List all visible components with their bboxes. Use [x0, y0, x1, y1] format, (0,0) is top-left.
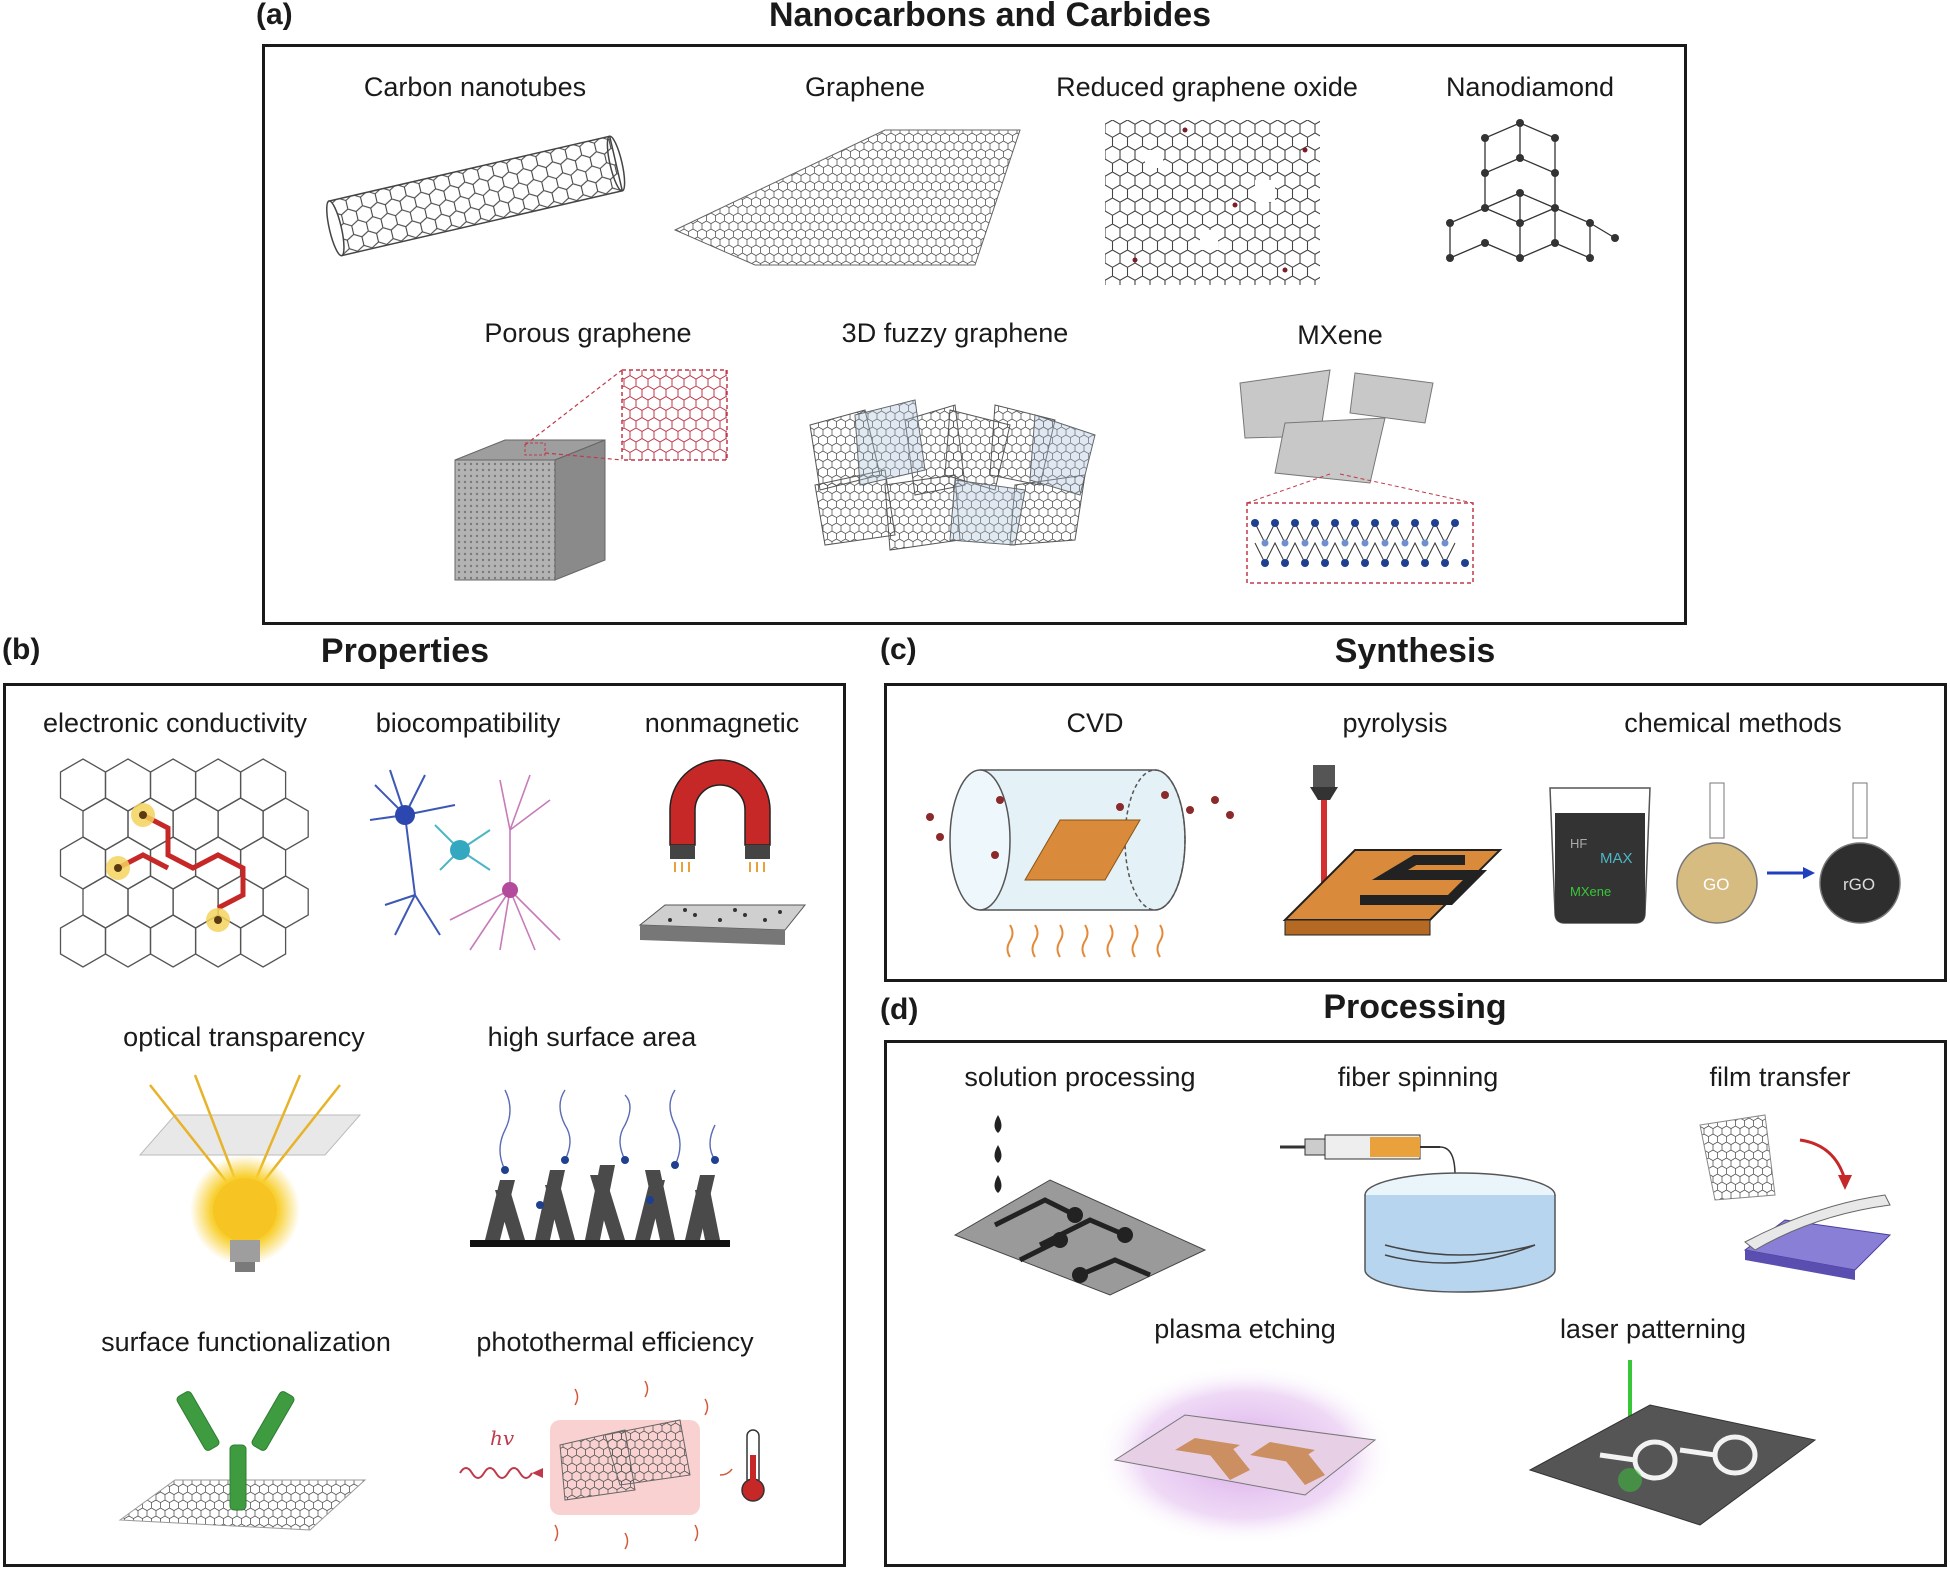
- label-nanodiamond: Nanodiamond: [1445, 72, 1615, 102]
- label-fiber-spinning: fiber spinning: [1337, 1062, 1499, 1092]
- label-film-transfer: film transfer: [1709, 1062, 1851, 1092]
- label-optical-transparency: optical transparency: [123, 1022, 365, 1052]
- beaker-label-max: MAX: [1600, 850, 1633, 867]
- panel-d-letter: (d): [880, 993, 919, 1026]
- label-mxene: MXene: [1297, 320, 1383, 350]
- plasma-etching-illustration: [1095, 1365, 1395, 1545]
- label-pyrolysis: pyrolysis: [1342, 708, 1448, 738]
- panel-b-letter: (b): [2, 633, 41, 666]
- panel-d-title: Processing: [1323, 988, 1507, 1026]
- porous-graphene-illustration: [454, 369, 728, 581]
- panel-d-frame: [884, 1040, 1947, 1567]
- conductivity-honeycomb-illustration: [59, 758, 309, 968]
- label-laser-patterning: laser patterning: [1559, 1314, 1747, 1344]
- label-solution-processing: solution processing: [964, 1062, 1196, 1092]
- panel-c-letter: (c): [880, 633, 917, 666]
- neurons-illustration: [369, 769, 561, 951]
- label-cvd: CVD: [1066, 708, 1124, 738]
- label-electronic-conductivity: electronic conductivity: [42, 708, 308, 738]
- surface-area-illustration: [470, 1089, 730, 1247]
- film-transfer-illustration: [1699, 1114, 1892, 1280]
- panel-c-frame: [884, 683, 1947, 982]
- hexagon-cell: [239, 914, 287, 968]
- label-plasma-etching: plasma etching: [1154, 1314, 1336, 1344]
- flask-label-go: GO: [1703, 875, 1729, 894]
- label-carbon-nanotubes: Carbon nanotubes: [363, 72, 587, 102]
- beaker-label-mxene: MXene: [1570, 884, 1611, 899]
- pyrolysis-illustration: [1282, 765, 1503, 936]
- panel-a-frame: [262, 44, 1687, 625]
- beaker-label-hf: HF: [1570, 836, 1587, 851]
- panel-b-frame: [3, 683, 846, 1567]
- label-3d-fuzzy-graphene: 3D fuzzy graphene: [841, 318, 1069, 348]
- panel-a-letter: (a): [256, 0, 293, 31]
- panel-a-title: Nanocarbons and Carbides: [768, 0, 1212, 34]
- label-high-surface-area: high surface area: [487, 1022, 697, 1052]
- panel-b-title: Properties: [320, 632, 490, 670]
- cvd-furnace-illustration: [926, 769, 1234, 958]
- nanodiamond-illustration: [1446, 119, 1619, 262]
- hv-label: hv: [490, 1426, 515, 1450]
- mxene-illustration: [1239, 369, 1474, 584]
- label-nonmagnetic: nonmagnetic: [644, 708, 800, 738]
- chemical-methods-illustration: HF MAX MXene GO rGO: [1549, 782, 1901, 924]
- label-porous-graphene: Porous graphene: [484, 318, 692, 348]
- fiber-spinning-illustration: [1280, 1134, 1556, 1293]
- label-photothermal-efficiency: photothermal efficiency: [476, 1327, 754, 1357]
- photothermal-illustration: hv: [459, 1380, 765, 1550]
- light-bulb-illustration: [138, 1074, 362, 1272]
- panel-c-title: Synthesis: [1334, 632, 1496, 670]
- label-surface-functionalization: surface functionalization: [101, 1327, 391, 1357]
- label-reduced-graphene-oxide: Reduced graphene oxide: [1056, 72, 1358, 102]
- label-chemical-methods: chemical methods: [1624, 708, 1842, 738]
- label-biocompatibility: biocompatibility: [375, 708, 561, 738]
- fuzzy-graphene-illustration: [809, 399, 1096, 551]
- reduced-graphene-oxide-illustration: [1105, 120, 1320, 285]
- antibody-illustration: [118, 1391, 367, 1531]
- laser-patterning-illustration: [1528, 1360, 1817, 1526]
- solution-processing-illustration: [953, 1115, 1207, 1296]
- graphene-sheet-illustration: [673, 129, 1021, 266]
- carbon-nanotube-illustration: [326, 135, 626, 257]
- magnet-illustration: [638, 759, 807, 945]
- flask-label-rgo: rGO: [1843, 875, 1875, 894]
- label-graphene: Graphene: [804, 72, 926, 102]
